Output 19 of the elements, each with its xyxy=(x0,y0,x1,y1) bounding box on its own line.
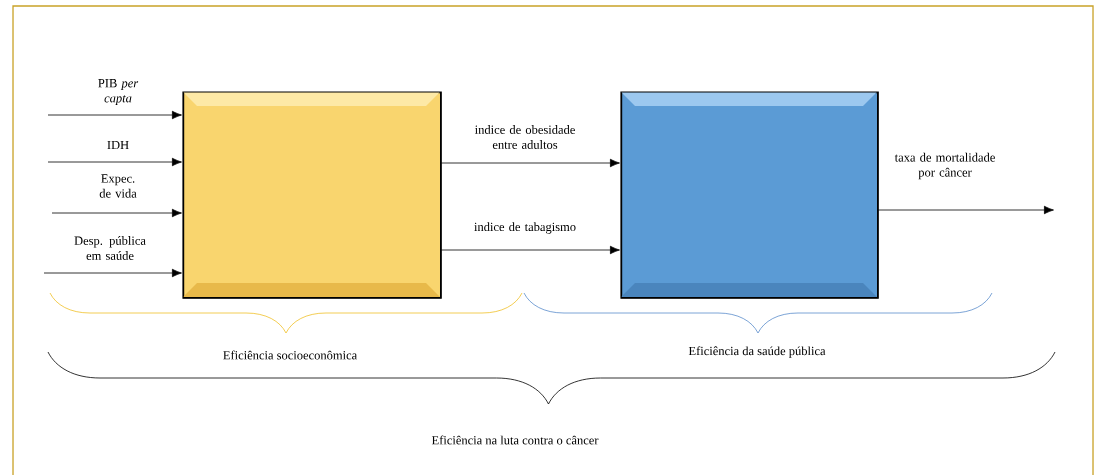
edge-label: indice de tabagismo xyxy=(474,222,576,234)
arrow xyxy=(440,158,620,168)
arrow xyxy=(51,208,182,218)
process-box xyxy=(182,91,442,299)
brace-label: Eficiência da saúde pública xyxy=(688,346,826,358)
edge-label: Expec. de vida xyxy=(99,174,137,198)
brace-label: Eficiência na luta contra o câncer xyxy=(431,435,599,445)
edge-label: IDH xyxy=(107,140,129,150)
arrow xyxy=(43,268,182,278)
process-box xyxy=(620,91,879,299)
arrow xyxy=(877,205,1054,215)
arrow xyxy=(47,157,182,167)
edge-label: Desp. pública em saúde xyxy=(74,236,146,260)
arrow xyxy=(47,110,182,120)
arrow xyxy=(440,245,620,255)
edge-label: indice de obesidade entre adultos xyxy=(474,125,575,149)
brace-label: Eficiência socioeconômica xyxy=(223,350,357,360)
edge-label: taxa de mortalidade por câncer xyxy=(894,152,995,180)
edge-label: PIB per capta xyxy=(98,79,139,105)
